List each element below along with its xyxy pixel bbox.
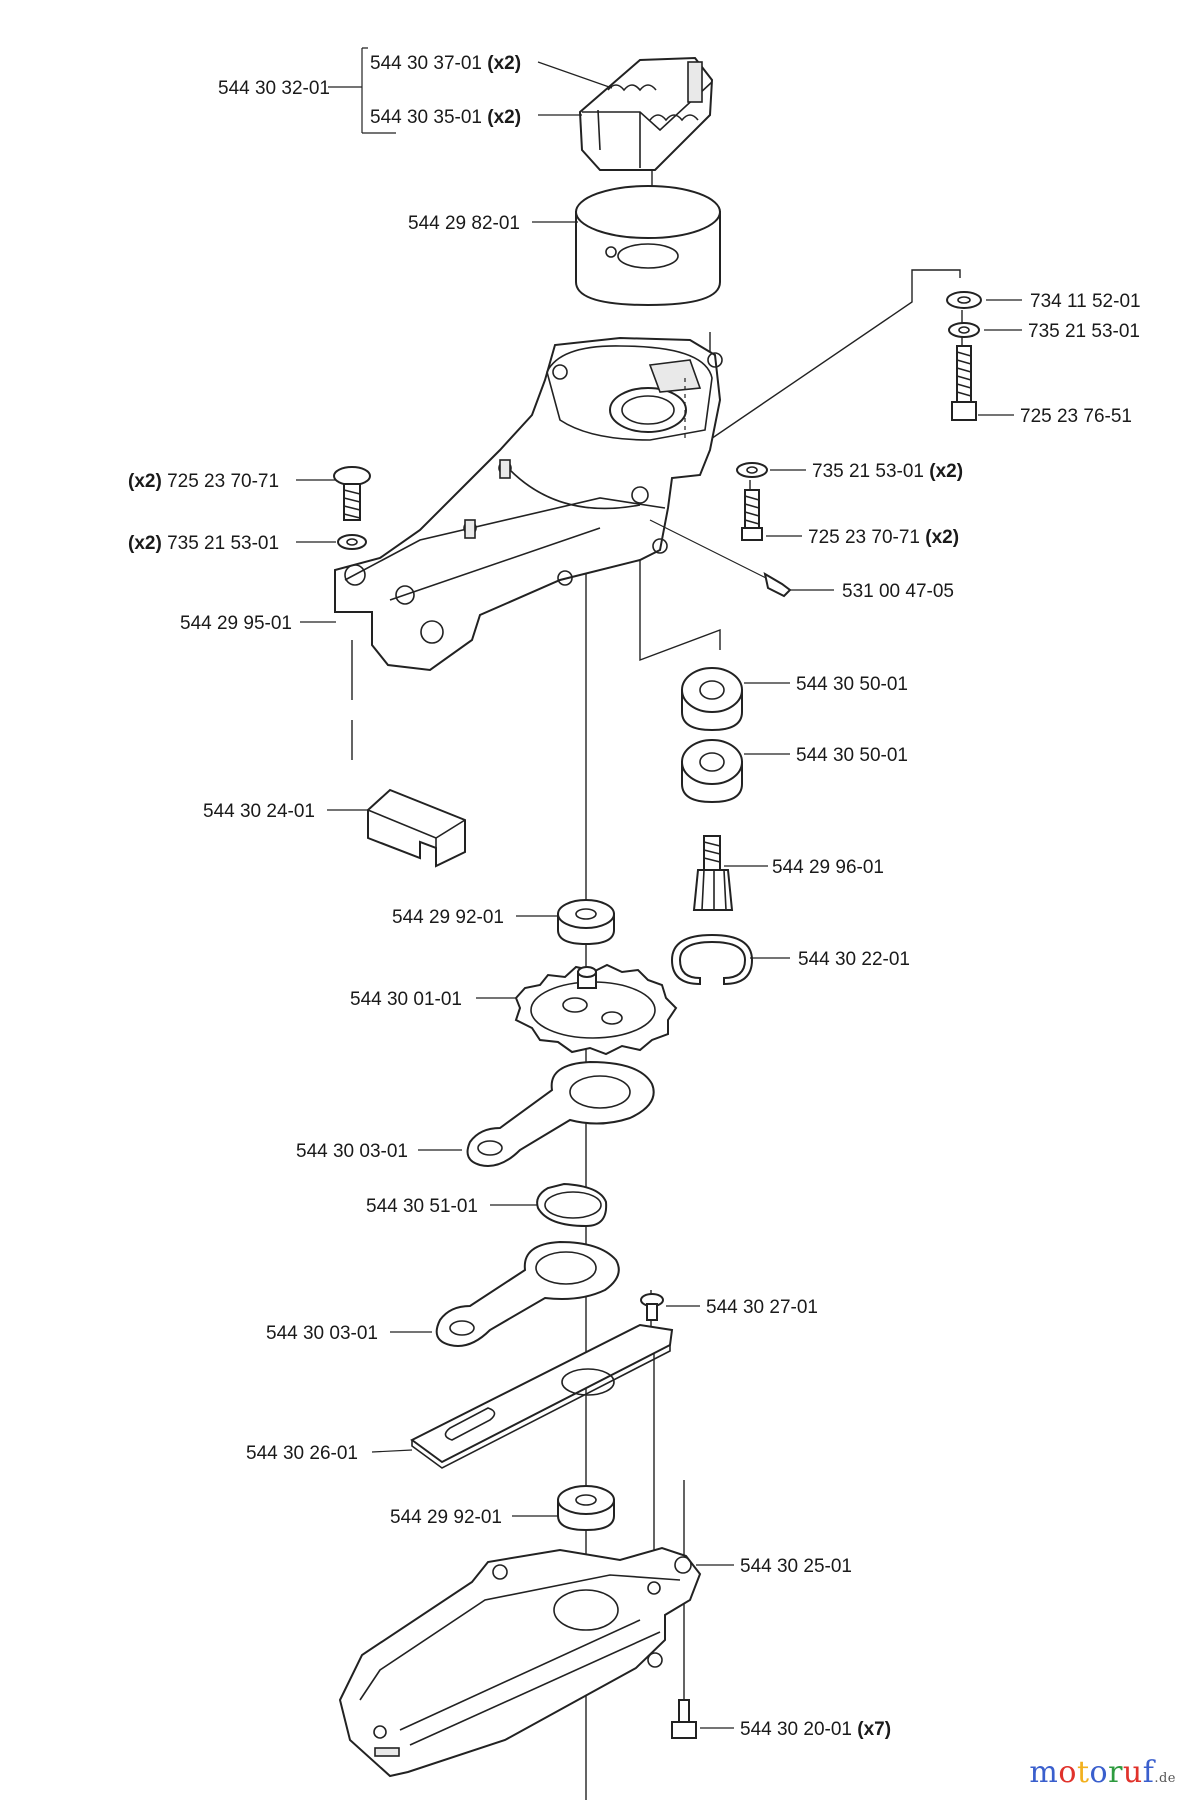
label-544-30-03-01-upper: 544 30 03-01 bbox=[296, 1141, 408, 1162]
right-upper-bolt-part bbox=[946, 291, 982, 421]
watermark-letter: t bbox=[1076, 1755, 1090, 1790]
label-544-29-95-01: 544 29 95-01 bbox=[180, 613, 292, 634]
watermark-letter: o bbox=[1058, 1755, 1077, 1790]
leader-lines bbox=[296, 47, 1022, 1729]
bearing-upper-part bbox=[681, 667, 743, 732]
watermark-letter: m bbox=[1029, 1755, 1059, 1790]
label-544-30-27-01: 544 30 27-01 bbox=[706, 1297, 818, 1318]
label-544-30-50-01-lower: 544 30 50-01 bbox=[796, 745, 908, 766]
label-544-29-92-01-upper: 544 29 92-01 bbox=[392, 907, 504, 928]
label-544-29-92-01-lower: 544 29 92-01 bbox=[390, 1507, 502, 1528]
watermark-letter: u bbox=[1122, 1755, 1143, 1790]
label-544-30-25-01: 544 30 25-01 bbox=[740, 1556, 852, 1577]
guide-plate-part bbox=[410, 1323, 674, 1469]
circlip-part bbox=[670, 933, 754, 986]
label-544-30-35-01: 544 30 35-01 (x2) bbox=[370, 107, 521, 128]
label-544-30-51-01: 544 30 51-01 bbox=[366, 1196, 478, 1217]
label-735-21-53-01-left: (x2) 735 21 53-01 bbox=[128, 533, 279, 554]
small-screw-part bbox=[640, 1293, 664, 1321]
label-544-29-96-01: 544 29 96-01 bbox=[772, 857, 884, 878]
small-bearing-upper-part bbox=[557, 899, 615, 946]
label-544-30-50-01-upper: 544 30 50-01 bbox=[796, 674, 908, 695]
bearing-lower-part bbox=[681, 739, 743, 804]
label-544-30-24-01: 544 30 24-01 bbox=[203, 801, 315, 822]
connecting-rod-lower-part bbox=[435, 1240, 620, 1347]
label-725-23-70-71-left: (x2) 725 23 70-71 bbox=[128, 471, 279, 492]
slider-block-part bbox=[367, 788, 466, 868]
label-725-23-70-71-right: 725 23 70-71 (x2) bbox=[808, 527, 959, 548]
grease-nipple-part bbox=[649, 519, 792, 598]
watermark-letter: o bbox=[1089, 1755, 1109, 1790]
label-544-30-22-01: 544 30 22-01 bbox=[798, 949, 910, 970]
label-544-30-03-01-lower: 544 30 03-01 bbox=[266, 1323, 378, 1344]
motoruf-watermark-logo: motoruf.de bbox=[1029, 1755, 1176, 1790]
watermark-letter: f bbox=[1142, 1755, 1155, 1790]
snap-ring-part bbox=[536, 1182, 608, 1228]
watermark-suffix: .de bbox=[1154, 1771, 1176, 1786]
connecting-rod-upper-part bbox=[466, 1060, 655, 1167]
small-bearing-lower-part bbox=[557, 1485, 615, 1532]
watermark-letter: r bbox=[1108, 1755, 1123, 1790]
pinion-gear-part bbox=[692, 835, 734, 911]
gear-housing-part bbox=[334, 336, 723, 672]
bottom-screw-part bbox=[671, 1699, 697, 1739]
clutch-shoes-part bbox=[578, 56, 714, 171]
housing-screw-part bbox=[333, 466, 371, 550]
part-number-labels: 544 30 32-01 544 30 37-01 (x2) 544 30 35… bbox=[128, 53, 1141, 1740]
label-544-30-32-01: 544 30 32-01 bbox=[218, 78, 330, 99]
bottom-cover-part bbox=[338, 1546, 702, 1778]
label-544-30-01-01: 544 30 01-01 bbox=[350, 989, 462, 1010]
right-middle-screw-part bbox=[736, 462, 768, 541]
label-544-30-37-01: 544 30 37-01 (x2) bbox=[370, 53, 521, 74]
main-gear-part bbox=[514, 963, 678, 1056]
label-725-23-76-51: 725 23 76-51 bbox=[1020, 406, 1132, 427]
label-735-21-53-01-upper: 735 21 53-01 bbox=[1028, 321, 1140, 342]
label-735-21-53-01-right: 735 21 53-01 (x2) bbox=[812, 461, 963, 482]
label-544-29-82-01: 544 29 82-01 bbox=[408, 213, 520, 234]
clutch-drum-part bbox=[575, 185, 721, 307]
label-734-11-52-01: 734 11 52-01 bbox=[1030, 291, 1141, 312]
label-531-00-47-05: 531 00 47-05 bbox=[842, 581, 954, 602]
label-544-30-26-01: 544 30 26-01 bbox=[246, 1443, 358, 1464]
label-544-30-20-01: 544 30 20-01 (x7) bbox=[740, 1719, 891, 1740]
